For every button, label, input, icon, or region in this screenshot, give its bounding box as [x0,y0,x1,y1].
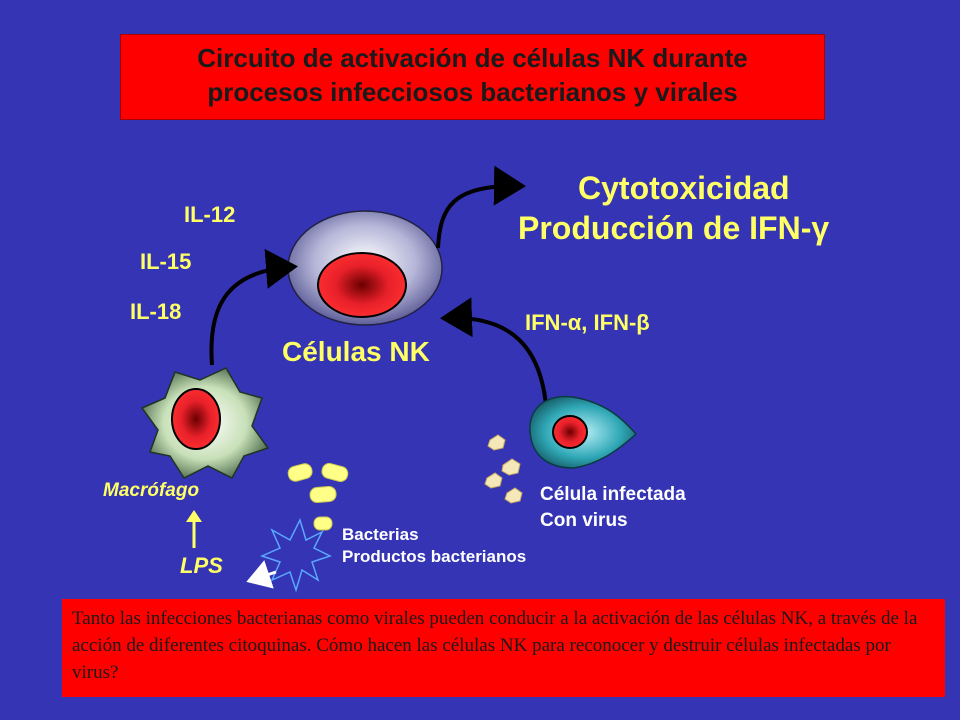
nk-label: Células NK [282,336,430,367]
lps-burst-icon [246,517,332,593]
title-box: Circuito de activación de células NK dur… [120,34,825,120]
infected-cell-label-line-1: Célula infectada [540,484,686,505]
title-line-1: Circuito de activación de células NK dur… [197,43,748,73]
arrow-icon [186,510,202,522]
nk-cell-icon [287,210,443,326]
infected-cell-label-line-2: Con virus [540,510,628,531]
outcome-line-2: Producción de IFN-γ [518,210,830,246]
footnote-box: Tanto las infecciones bacterianas como v… [62,599,945,697]
arrow-icon [440,297,548,406]
macrophage-icon [140,367,270,479]
bacteria-label-line-2: Productos bacterianos [342,547,527,566]
macrophage-label: Macrófago [103,480,200,501]
title-line-2: procesos infecciosos bacterianos y viral… [207,77,738,107]
arrow-icon [209,248,298,366]
cytokine-il18: IL-18 [130,299,182,324]
lps-label: LPS [180,553,223,578]
interferons-label: IFN-α, IFN-β [525,310,650,335]
bacteria-icon [287,462,349,531]
cytokine-il15: IL-15 [140,249,192,274]
cytokine-il12: IL-12 [184,202,236,227]
footnote-text: Tanto las infecciones bacterianas como v… [72,608,918,683]
infected-cell-icon [529,395,638,469]
arrow-icon [436,165,526,249]
virus-particle-icon [484,434,523,504]
bacteria-label-line-1: Bacterias [342,525,419,544]
outcome-line-1: Cytotoxicidad [578,170,790,206]
